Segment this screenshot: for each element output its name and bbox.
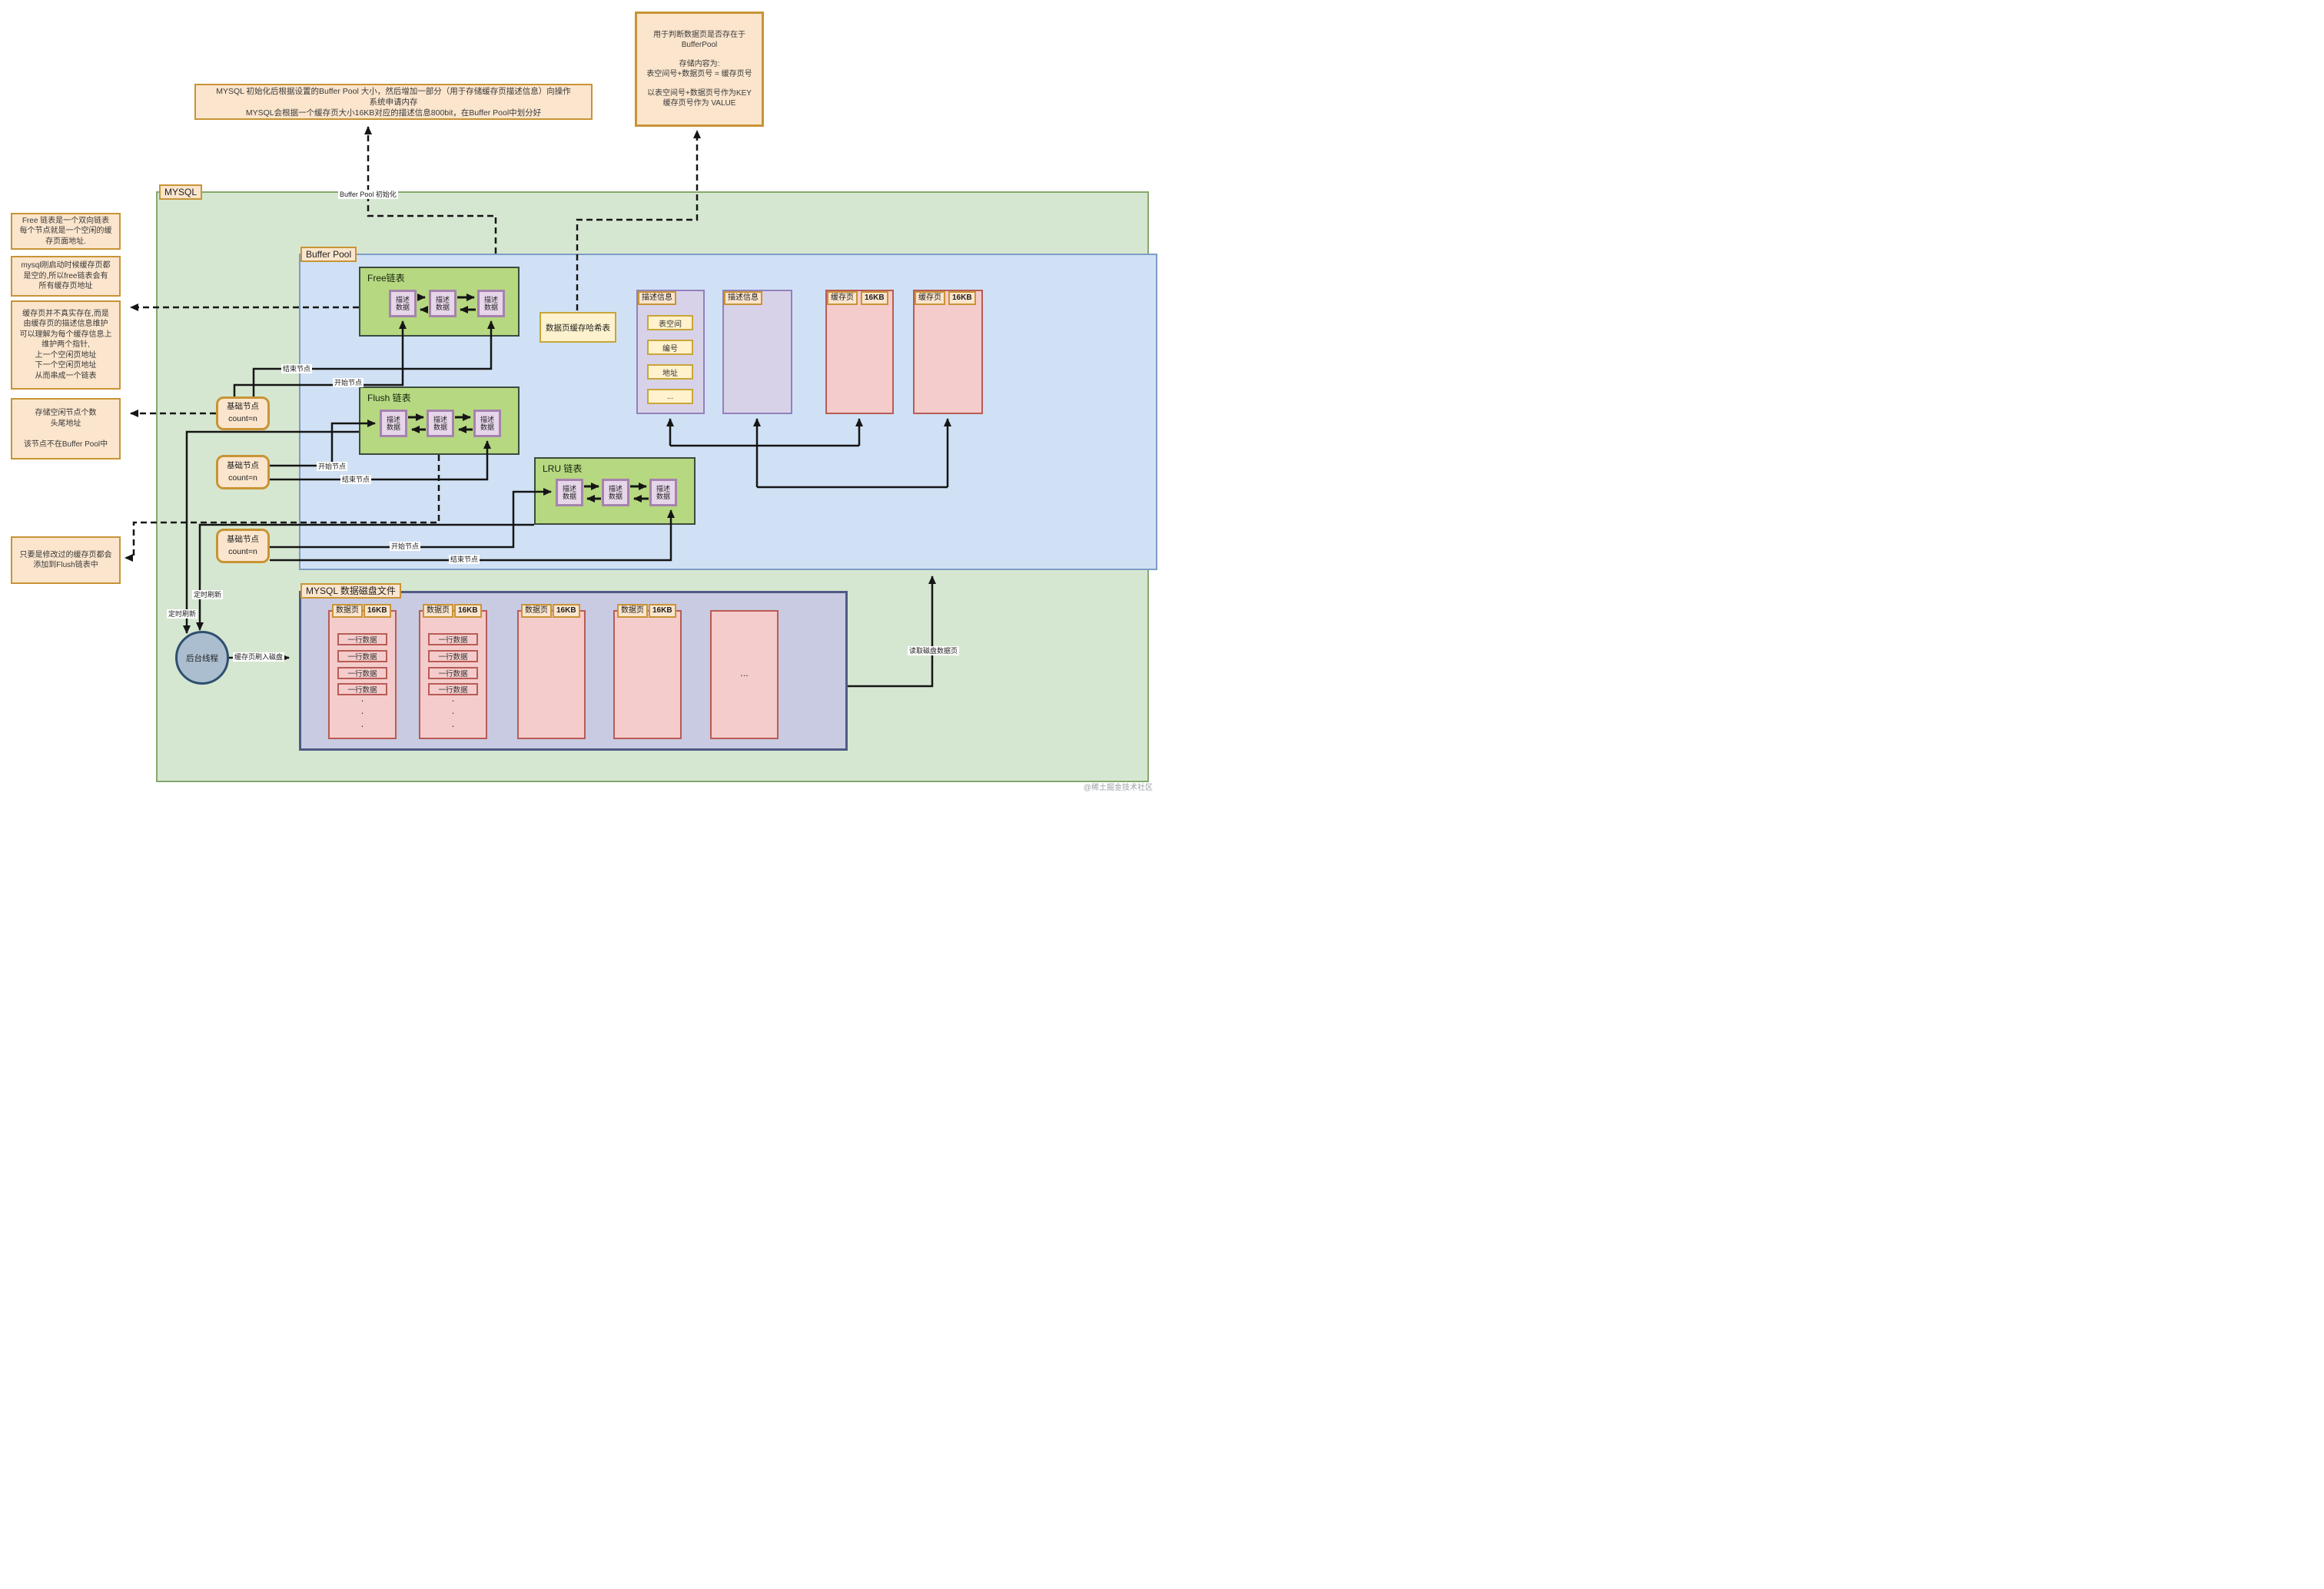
diagram-canvas: MYSQL 初始化后根据设置的Buffer Pool 大小，然后增加一部分（用于… xyxy=(0,0,1162,794)
note-buffer-pool-init: MYSQL 初始化后根据设置的Buffer Pool 大小，然后增加一部分（用于… xyxy=(194,84,593,120)
data-page-tag: 数据页 xyxy=(521,604,552,618)
note-base-node: 存储空闲节点个数 头尾地址 该节点不在Buffer Pool中 xyxy=(11,398,121,459)
note-line: 用于判断数据页是否存在于 xyxy=(653,31,745,39)
data-page-2: 一行数据 一行数据 一行数据 一行数据 · · · xyxy=(419,610,487,739)
desc-data-node: 描述 数据 xyxy=(477,290,505,317)
data-row: 一行数据 xyxy=(337,650,387,662)
cache-page-size-tag: 16KB xyxy=(948,291,976,305)
data-row: 一行数据 xyxy=(428,633,478,645)
buffer-pool-tag: Buffer Pool xyxy=(300,247,357,262)
base-node-lru: 基础节点 count=n xyxy=(216,529,270,563)
data-row: 一行数据 xyxy=(428,667,478,679)
base-node-free: 基础节点 count=n xyxy=(216,396,270,430)
note-line: MYSQL 初始化后根据设置的Buffer Pool 大小，然后增加一部分（用于… xyxy=(216,86,571,96)
data-row: 一行数据 xyxy=(337,667,387,679)
label-end-node: 结束节点 xyxy=(281,364,313,373)
more-rows-dots: · · · xyxy=(360,695,364,731)
data-row: 一行数据 xyxy=(337,633,387,645)
data-row: 一行数据 xyxy=(428,650,478,662)
desc-data-node: 描述 数据 xyxy=(602,479,629,506)
data-row: 一行数据 xyxy=(337,683,387,695)
desc-field-tablespace: 表空间 xyxy=(647,315,693,330)
data-page-tag: 数据页 xyxy=(617,604,648,618)
desc-field-more: ... xyxy=(647,389,693,404)
desc-field-number: 编号 xyxy=(647,340,693,355)
more-pages-ellipsis: ... xyxy=(740,667,749,678)
cache-page-tag: 缓存页 xyxy=(915,291,945,305)
label-end-node: 结束节点 xyxy=(340,475,372,484)
data-page-size-tag: 16KB xyxy=(364,604,391,618)
more-rows-dots: · · · xyxy=(451,695,455,731)
desc-data-node: 描述 数据 xyxy=(649,479,677,506)
label-timed-flush: 定时刷新 xyxy=(192,590,224,599)
note-hash-purpose: 用于判断数据页是否存在于 BufferPool 存储内容为: 表空间号+数据页号… xyxy=(635,12,764,127)
desc-data-node: 描述 数据 xyxy=(556,479,583,506)
note-free-list: Free 链表是一个双向链表 每个节点就是一个空闲的缓 存页面地址. xyxy=(11,213,121,250)
data-row: 一行数据 xyxy=(428,683,478,695)
desc-info-box-2 xyxy=(722,290,792,414)
desc-data-node: 描述 数据 xyxy=(389,290,417,317)
desc-info-tag: 描述信息 xyxy=(638,291,676,305)
desc-data-node: 描述 数据 xyxy=(473,410,501,437)
flush-list-title: Flush 链表 xyxy=(367,393,411,403)
desc-data-node: 描述 数据 xyxy=(427,410,454,437)
label-start-node: 开始节点 xyxy=(390,542,421,551)
note-flush-rule: 只要是修改过的缓存页都会 添加到Flush链表中 xyxy=(11,536,121,584)
note-line: 表空间号+数据页号 = 缓存页号 xyxy=(646,70,752,78)
cache-page-tag: 缓存页 xyxy=(827,291,858,305)
cache-page-size-tag: 16KB xyxy=(861,291,888,305)
cache-page-box-1 xyxy=(825,290,894,414)
mysql-zone-tag: MYSQL xyxy=(159,184,203,200)
data-page-4 xyxy=(613,610,682,739)
watermark: @稀土掘金技术社区 xyxy=(1083,784,1153,792)
desc-field-address: 地址 xyxy=(647,364,693,380)
label-end-node: 结束节点 xyxy=(449,555,480,564)
data-page-5: ... xyxy=(710,610,779,739)
free-list-title: Free链表 xyxy=(367,273,405,284)
label-start-node: 开始节点 xyxy=(333,378,364,387)
page-hash-table: 数据页缓存哈希表 xyxy=(540,312,616,343)
note-desc-pointers: 缓存页并不真实存在,而是 由缓存页的描述信息维护 可以理解为每个缓存信息上 维护… xyxy=(11,300,121,390)
base-node-flush: 基础节点 count=n xyxy=(216,455,270,489)
note-line: 缓存页号作为 VALUE xyxy=(662,99,736,108)
disk-file-tag: MYSQL 数据磁盘文件 xyxy=(300,583,401,599)
background-thread-circle: 后台线程 xyxy=(175,631,229,685)
data-page-3 xyxy=(517,610,586,739)
note-line: 存储内容为: xyxy=(679,60,720,68)
data-page-size-tag: 16KB xyxy=(454,604,482,618)
desc-info-tag: 描述信息 xyxy=(724,291,762,305)
lru-list-title: LRU 链表 xyxy=(543,463,583,474)
note-line: 以表空间号+数据页号作为KEY xyxy=(647,89,752,98)
label-timed-flush: 定时刷新 xyxy=(167,609,198,619)
note-line: MYSQL会根据一个缓存页大小16KB对应的描述信息800bit，在Buffer… xyxy=(245,108,542,118)
note-line: BufferPool xyxy=(681,41,718,49)
desc-data-node: 描述 数据 xyxy=(429,290,456,317)
note-mysql-start: mysql刚启动时候缓存页都 是空的,所以free链表会有 所有缓存页地址 xyxy=(11,256,121,297)
data-page-1: 一行数据 一行数据 一行数据 一行数据 · · · xyxy=(328,610,397,739)
data-page-tag: 数据页 xyxy=(423,604,453,618)
label-flush-to-disk: 缓存页刷入磁盘 xyxy=(233,652,285,662)
data-page-size-tag: 16KB xyxy=(553,604,580,618)
label-read-disk: 读取磁盘数据页 xyxy=(908,646,960,655)
data-page-size-tag: 16KB xyxy=(649,604,676,618)
label-start-node: 开始节点 xyxy=(317,462,348,471)
cache-page-box-2 xyxy=(913,290,983,414)
data-page-tag: 数据页 xyxy=(332,604,363,618)
label-bp-init: Buffer Pool 初始化 xyxy=(338,190,398,199)
desc-data-node: 描述 数据 xyxy=(380,410,407,437)
note-line: 系统申请内存 xyxy=(369,97,418,107)
